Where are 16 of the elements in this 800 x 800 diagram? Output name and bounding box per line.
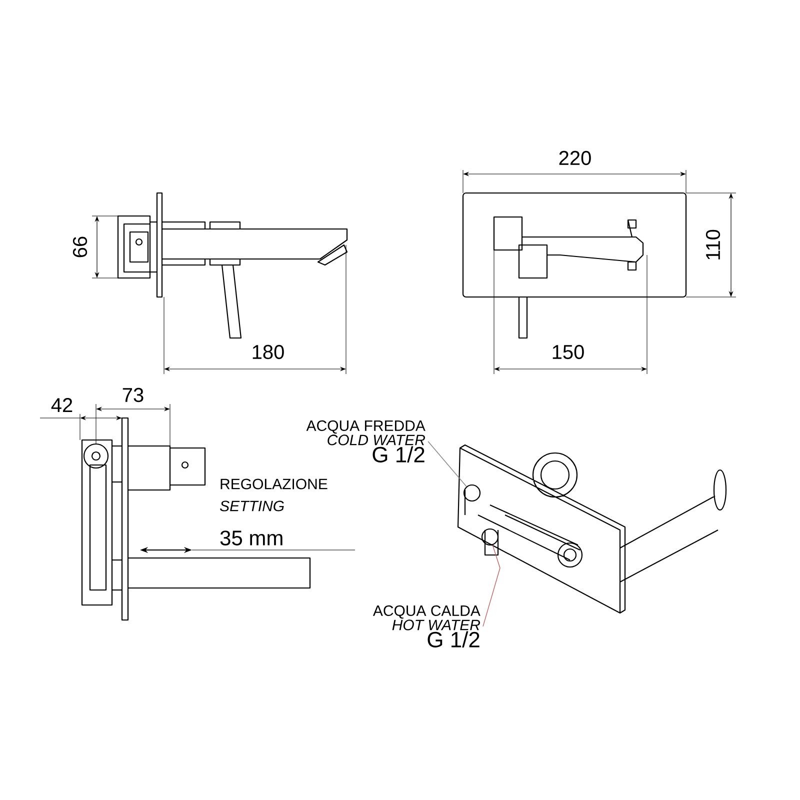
callout-text: ACQUA CALDA HOT WATER G 1/2 — [372, 605, 480, 648]
callout-text: ACQUA FREDDA COLD WATER G 1/2 — [306, 420, 426, 462]
dimension-label: 35 mm — [220, 530, 282, 546]
dimension-label: 180 — [252, 344, 284, 360]
dimension-label: 73 — [122, 388, 144, 402]
inlet-opening — [463, 484, 481, 502]
leader-line — [482, 544, 500, 627]
dimension-label: 110 — [706, 230, 720, 260]
dimension-label: 66 — [72, 236, 88, 258]
dimension-label: 42 — [51, 398, 72, 412]
leader-line — [428, 441, 467, 487]
dimension-label: 150 — [552, 344, 584, 360]
callout-text: REGOLAZIONE — [220, 478, 328, 490]
inlet-opening — [481, 528, 499, 546]
dimension-label: 220 — [559, 150, 591, 166]
callout-text: SETTING — [220, 500, 284, 512]
